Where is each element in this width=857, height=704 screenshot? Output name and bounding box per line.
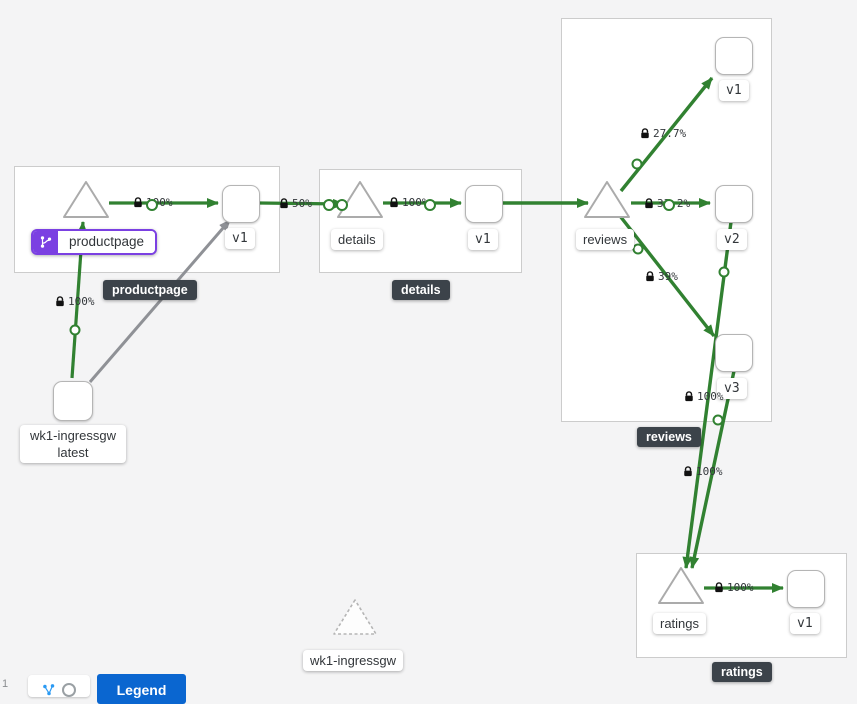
edge-percent: 50% [292,197,312,210]
help-ring-icon [62,683,76,697]
mtls-lock-icon [280,198,288,209]
traffic-dot [632,243,644,255]
node-label-details-v1: v1 [468,229,498,250]
node-label-details: details [331,229,383,250]
group-badge-ratings: ratings [712,662,772,682]
node-label-reviews-v2: v2 [717,229,747,250]
topology-icon [43,684,55,696]
edge-percent: 27.7% [653,127,687,140]
traffic-dot [663,199,675,211]
workload-node-ingressgw[interactable] [53,381,93,421]
traffic-dot [336,199,348,211]
node-label-reviews: reviews [576,229,635,250]
workload-node-details-v1[interactable] [465,185,503,223]
ingressgw-version: latest [57,445,89,460]
traffic-dot [69,324,81,336]
node-label-ingressgw: wk1-ingressgw latest [20,425,126,463]
traffic-dot [323,199,335,211]
edge-label-reviewsv2-to-ratings[interactable]: 100% [683,465,723,478]
node-label-idle-ingressgw: wk1-ingressgw [303,650,403,671]
mtls-lock-icon [645,198,653,209]
mtls-lock-icon [646,271,654,282]
edge-reviewsv2-to-ratings[interactable] [682,221,733,569]
edge-label-ingress-to-productpage[interactable]: 100% [55,295,95,308]
edge-percent: 100% [696,465,723,478]
idle-service-node-ingressgw[interactable] [333,599,377,635]
selected-node-badge-productpage[interactable]: productpage [31,229,158,255]
app-version-branch-icon [33,231,58,253]
edge-label-reviews-to-v1[interactable]: 27.7% [640,127,686,140]
service-node-reviews[interactable] [584,181,630,218]
node-label-ratings-v1: v1 [790,613,820,634]
mtls-lock-icon [390,197,398,208]
edge-label-details-to-v1[interactable]: 100% [389,196,429,209]
group-badge-productpage: productpage [103,280,197,300]
workload-node-reviews-v3[interactable] [715,334,753,372]
service-node-productpage[interactable] [63,181,109,218]
edge-label-reviews-to-v3[interactable]: 39% [645,270,678,283]
edge-label-reviewsv3-to-ratings[interactable]: 100% [684,390,724,403]
legend-button[interactable]: Legend [97,674,186,704]
edge-reviews-to-v1[interactable] [619,76,714,193]
edge-percent: 100% [727,581,754,594]
edge-reviewsv3-to-ratings[interactable] [689,370,736,569]
mtls-lock-icon [715,582,723,593]
traffic-dot [712,414,724,426]
mtls-lock-icon [684,466,692,477]
workload-node-productpage-v1[interactable] [222,185,260,223]
edge-ingress-to-productpage-v1[interactable] [88,219,232,383]
edge-reviews-to-v3[interactable] [618,214,716,338]
node-label-reviews-v3: v3 [717,378,747,399]
traffic-dot [631,158,643,170]
node-label: productpage [58,231,156,253]
mtls-lock-icon [56,296,64,307]
node-label-reviews-v1: v1 [719,80,749,101]
edge-percent: 39% [658,270,678,283]
traffic-dot [146,199,158,211]
edge-percent: 100% [402,196,429,209]
mtls-lock-icon [641,128,649,139]
edge-label-productpagev1-to-details[interactable]: 50% [279,197,312,210]
service-node-details[interactable] [337,181,383,218]
toolbar-zoom-fragment[interactable]: 1 [2,678,9,690]
ingressgw-name: wk1-ingressgw [30,428,116,443]
node-label-ratings: ratings [653,613,707,634]
edge-label-ratings-to-v1[interactable]: 100% [714,581,754,594]
traffic-dot [424,199,436,211]
workload-node-reviews-v2[interactable] [715,185,753,223]
traffic-dot [718,266,730,278]
workload-node-ratings-v1[interactable] [787,570,825,608]
edge-percent: 100% [68,295,95,308]
mtls-lock-icon [134,197,142,208]
graph-type-button[interactable] [28,675,90,697]
edge-percent: 100% [697,390,724,403]
workload-node-reviews-v1[interactable] [715,37,753,75]
group-badge-reviews: reviews [637,427,701,447]
node-label-productpage-v1: v1 [225,228,255,249]
service-node-ratings[interactable] [658,567,704,604]
group-badge-details: details [392,280,450,300]
mtls-lock-icon [685,391,693,402]
